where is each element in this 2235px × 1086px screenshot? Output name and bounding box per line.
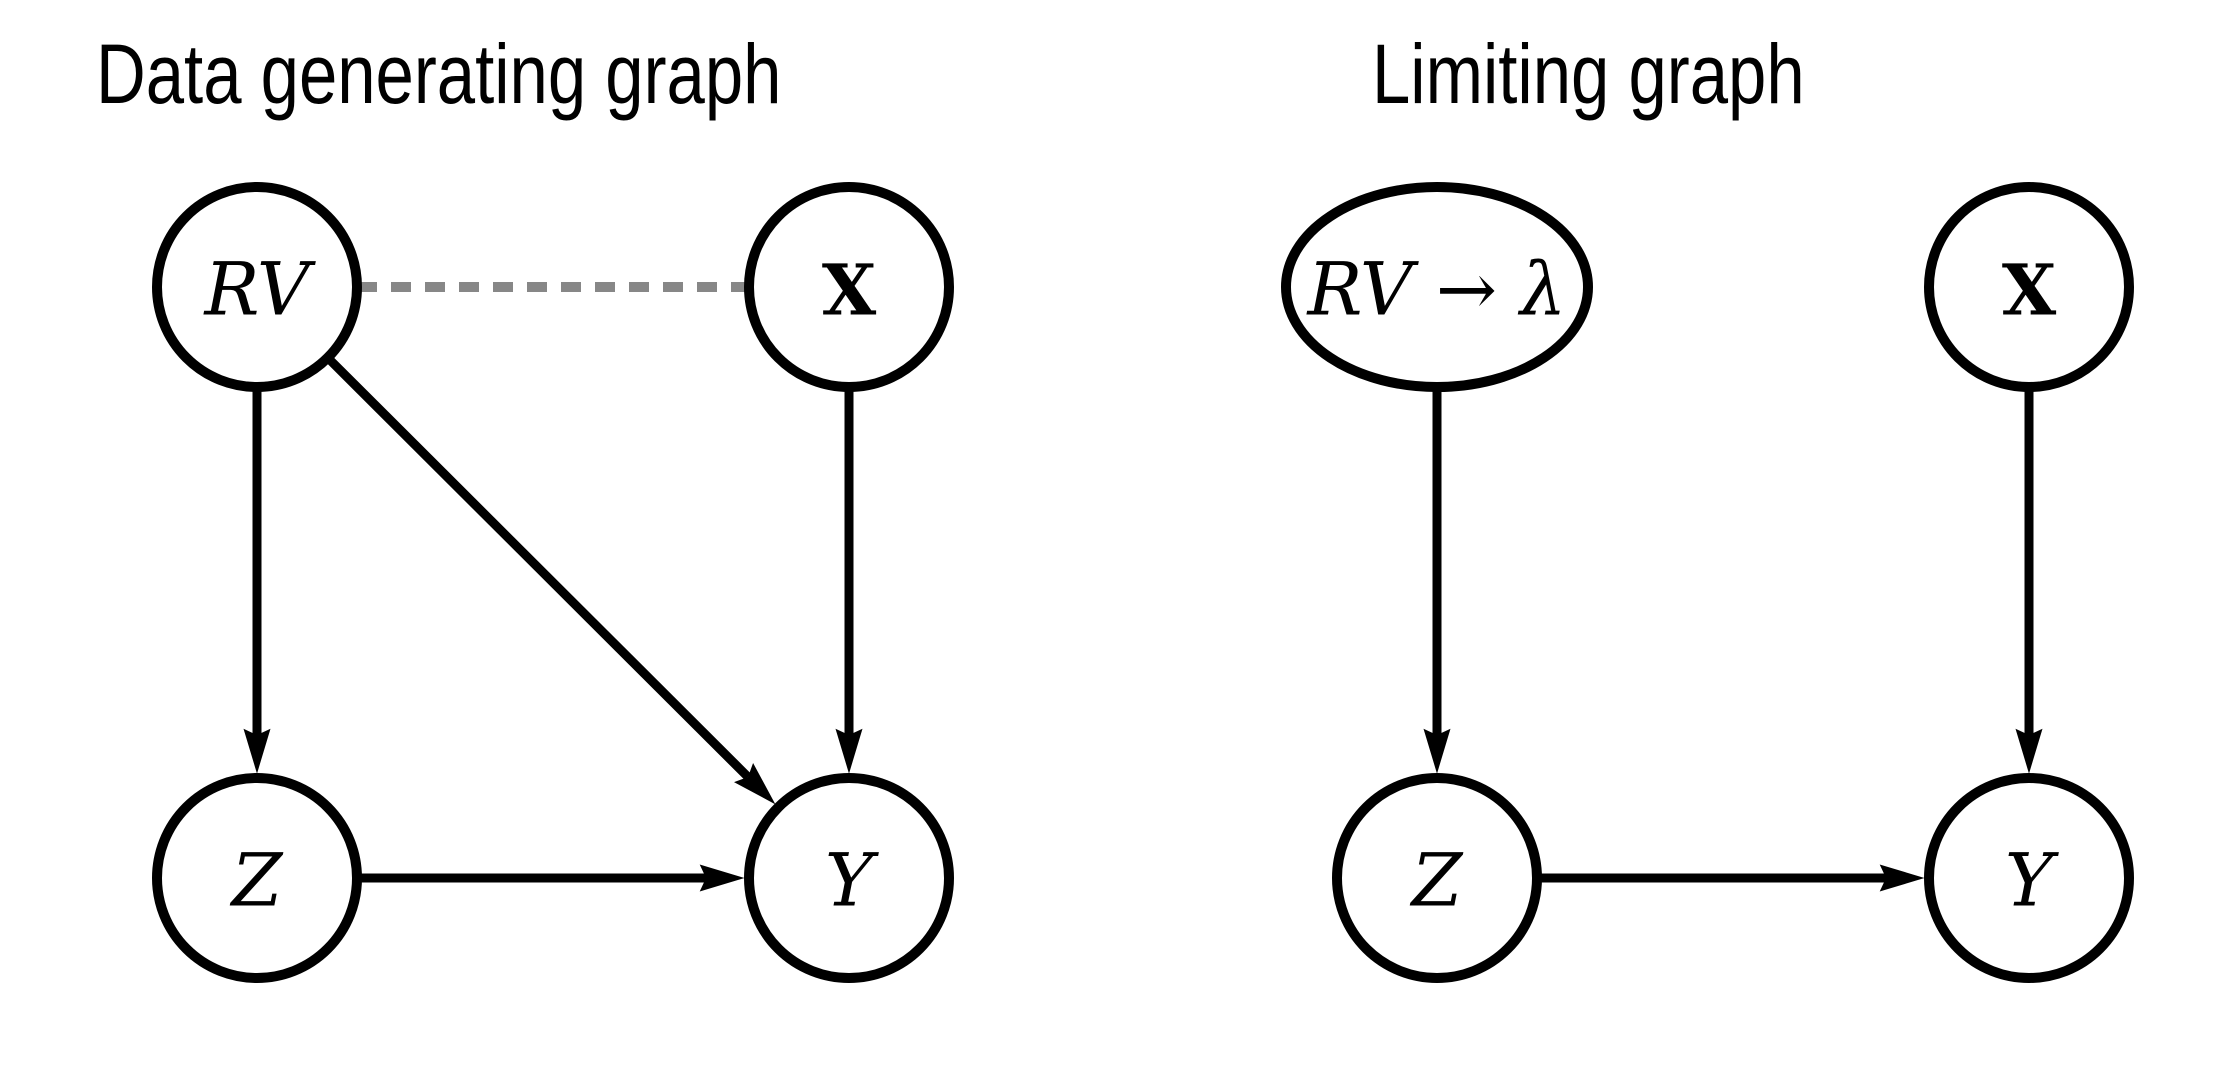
right-graph-title: Limiting graph (1372, 27, 1805, 121)
node-x-label-right: X (2002, 249, 2057, 332)
node-y-circle (744, 773, 954, 983)
node-rv-circle (152, 182, 362, 392)
node-z-circle-right (1332, 773, 1542, 983)
left-graph-title: Data generating graph (96, 27, 782, 121)
node-y-label: Y (825, 839, 879, 924)
left-graph: RV X Z Y (152, 182, 954, 983)
node-rv-label: RV (202, 248, 315, 333)
node-x-circle (744, 182, 954, 392)
node-rvlambda-ellipse (1281, 182, 1593, 392)
node-x-label: X (822, 249, 877, 332)
node-x-circle-right (1924, 182, 2134, 392)
node-z-label: Z (230, 839, 284, 924)
node-y-label-right: Y (2005, 839, 2059, 924)
node-y-circle-right (1924, 773, 2134, 983)
node-z-label-right: Z (1410, 839, 1464, 924)
node-z-circle (152, 773, 362, 983)
node-rvlambda-label: RV → λ (1306, 248, 1567, 333)
right-graph: RV → λ X Z Y (1281, 182, 2134, 983)
edge-rv-to-y (324, 354, 776, 805)
